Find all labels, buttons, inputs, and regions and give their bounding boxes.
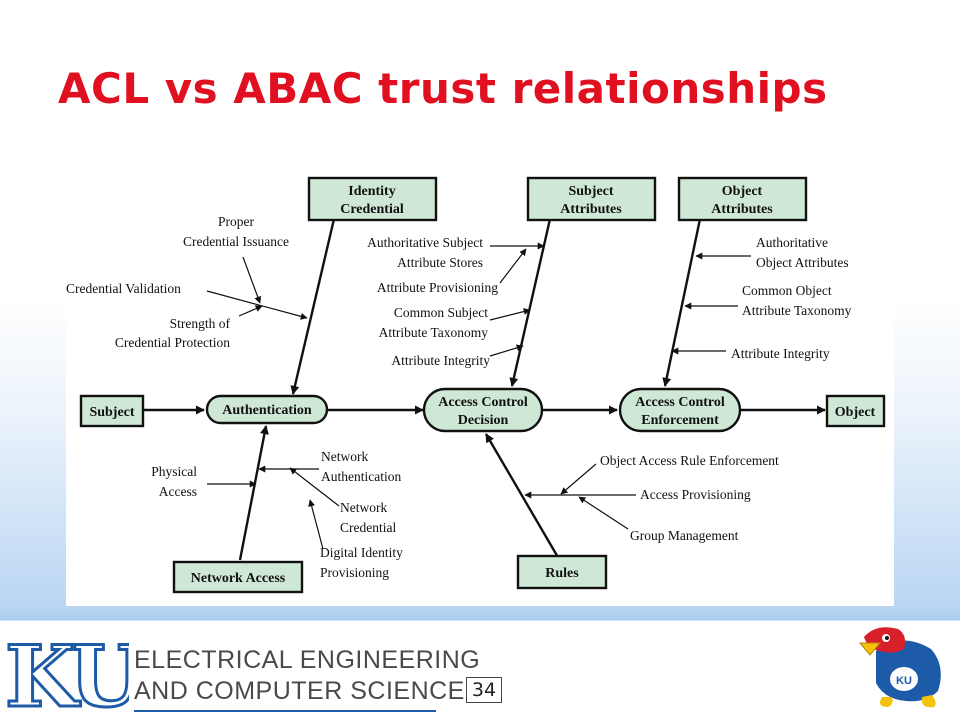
common-object-taxonomy-label-1: Common Object [742,283,832,298]
identity-credential-box [307,176,438,222]
attribute-integrity-subject-label: Attribute Integrity [391,353,490,368]
slide-footer: KU ELECTRICAL ENGINEERING AND COMPUTER S… [0,621,960,720]
subject-box [79,394,145,428]
object-box [825,394,886,428]
object-attributes-label-2: Attributes [711,202,773,217]
network-credential-label-2: Credential [340,520,396,535]
arrow-group-management [578,496,629,530]
access-control-decision-label-2: Decision [458,413,509,428]
subject-attributes-label-1: Subject [568,184,613,199]
authoritative-subject-label-1: Authoritative Subject [367,235,483,250]
access-control-decision-label-1: Access Control [438,395,528,410]
object-attributes-box [677,176,808,222]
subject-attributes-box [526,176,657,222]
physical-access-label-1: Physical [151,464,197,479]
arrow-proper-credential-issuance [242,256,262,304]
department-line-2: AND COMPUTER SCIENCE [134,677,465,705]
physical-access-label-2: Access [159,484,197,499]
digital-identity-label-1: Digital Identity [320,545,403,560]
access-control-decision-node [422,387,544,433]
proper-credential-issuance-label-2: Credential Issuance [183,234,289,249]
page-number: 34 [466,677,502,703]
common-object-taxonomy-label-2: Attribute Taxonomy [742,303,852,318]
arrow-credential-validation [206,290,308,320]
line-identity-credential [290,218,336,395]
subject-label: Subject [89,405,134,420]
slide-title: ACL vs ABAC trust relationships [58,64,828,113]
arrow-common-subject-taxonomy [489,308,531,321]
authoritative-object-label-2: Object Attributes [756,255,849,270]
access-control-enforcement-label-1: Access Control [635,395,725,410]
access-provisioning-label: Access Provisioning [640,487,751,502]
object-label: Object [835,405,876,420]
strength-of-protection-label-1: Strength of [170,316,231,331]
arrow-strength-of-protection [238,305,263,317]
arrow-attribute-integrity-subject [489,344,524,357]
authoritative-subject-label-2: Attribute Stores [397,255,483,270]
object-attributes-label-1: Object [722,184,763,199]
arrow-object-access-rule [560,463,597,495]
rules-box [516,554,608,590]
attribute-integrity-object-label: Attribute Integrity [731,346,830,361]
network-access-label: Network Access [191,571,286,586]
arrow-attribute-provisioning [499,248,527,284]
department-name: ELECTRICAL ENGINEERING AND COMPUTER SCIE… [134,645,480,707]
group-management-label: Group Management [630,528,739,543]
line-subject-attributes [509,218,552,387]
network-access-box [172,560,304,594]
identity-credential-label-2: Credential [340,202,404,217]
abac-trust-diagram: Identity Credential Subject Attributes O… [66,170,894,606]
digital-identity-label-2: Provisioning [320,565,389,580]
jayhawk-mascot-icon: KU [858,627,941,708]
strength-of-protection-label-2: Credential Protection [115,335,230,350]
department-line-1: ELECTRICAL ENGINEERING [134,646,481,674]
credential-validation-label: Credential Validation [66,281,181,296]
authentication-label: Authentication [222,403,312,418]
subject-attributes-label-2: Attributes [560,202,622,217]
network-authentication-label-1: Network [321,449,368,464]
svg-text:KU: KU [896,675,912,687]
network-authentication-label-2: Authentication [321,469,401,484]
access-control-enforcement-label-2: Enforcement [641,413,719,428]
department-underline [134,710,436,712]
proper-credential-issuance-label-1: Proper [218,214,254,229]
authoritative-object-label-1: Authoritative [756,235,828,250]
authentication-node [205,394,329,425]
arrow-network-credential [289,467,340,507]
attribute-provisioning-label: Attribute Provisioning [377,280,498,295]
network-credential-label-1: Network [340,500,387,515]
object-access-rule-label: Object Access Rule Enforcement [600,453,779,468]
rules-label: Rules [545,566,579,581]
arrow-digital-identity [308,499,324,550]
common-subject-taxonomy-label-2: Attribute Taxonomy [379,325,489,340]
access-control-enforcement-node [618,387,742,433]
line-network-access [238,425,269,561]
line-object-attributes [662,218,702,387]
line-rules [484,433,561,560]
ku-logo-text: KU [5,636,129,716]
identity-credential-label-1: Identity [348,184,395,199]
ku-logo: KU [5,636,129,716]
common-subject-taxonomy-label-1: Common Subject [394,305,488,320]
